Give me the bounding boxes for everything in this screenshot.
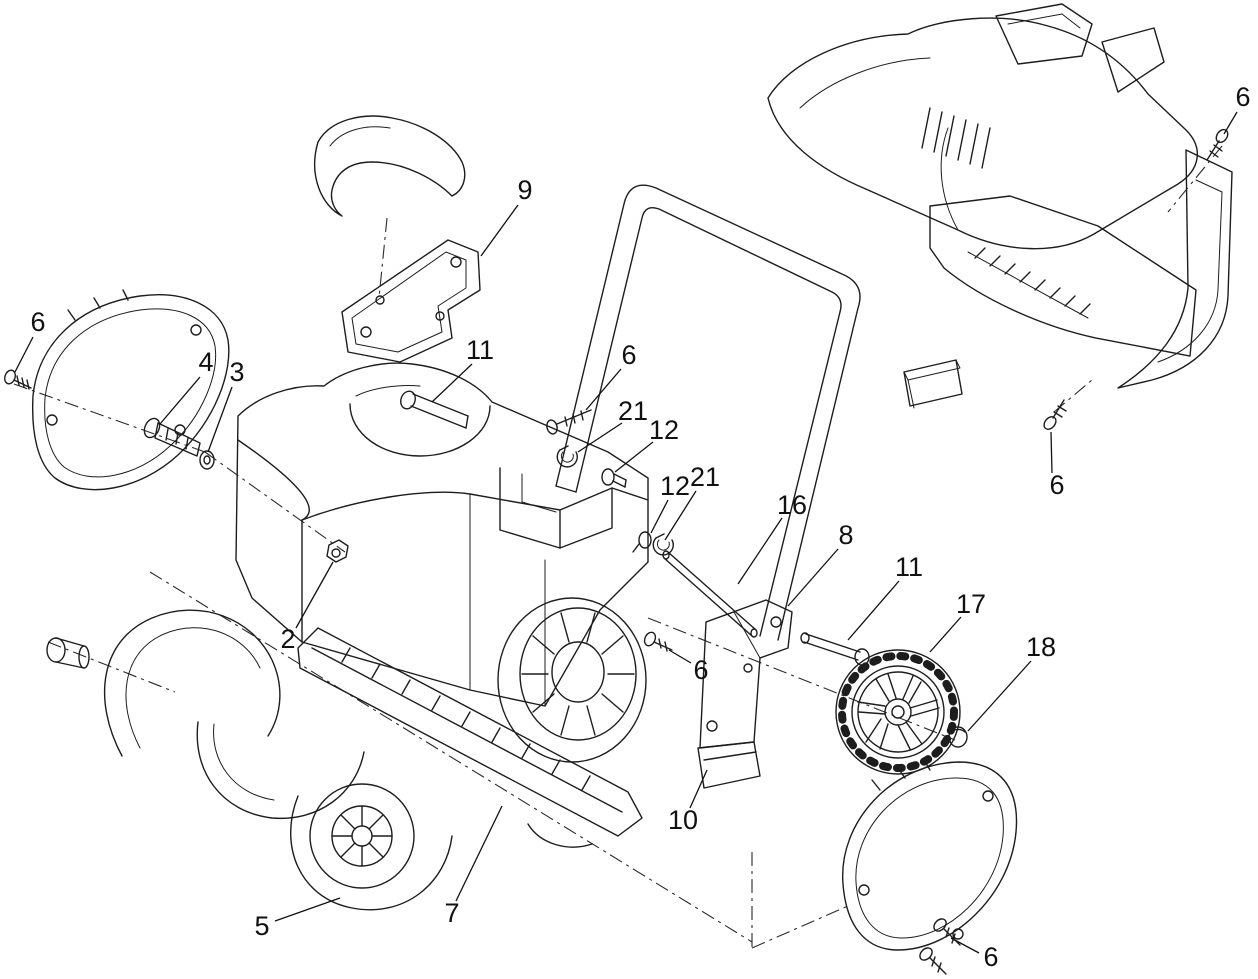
impeller-housing [497, 597, 647, 763]
part-number-callout: 10 [668, 805, 698, 835]
bolt-12-a [601, 468, 627, 488]
part-number-callout: 11 [895, 552, 923, 582]
part-number-callout: 5 [254, 911, 269, 941]
bushing [46, 637, 90, 669]
part-number-callout: 11 [466, 335, 494, 365]
leader-line [1050, 431, 1053, 474]
leader-line [577, 422, 623, 453]
scraper-baffle [297, 627, 643, 848]
flange-nut-2 [326, 539, 349, 563]
screw-6-bottom-a [933, 918, 961, 946]
leader-line [207, 386, 233, 453]
lower-handle-bracket [697, 599, 793, 789]
screw-6-midright [1043, 399, 1067, 430]
auger-rotor [103, 609, 453, 911]
leader-line [14, 336, 34, 373]
leader-line [929, 616, 962, 653]
part-number-callout: 12 [660, 471, 690, 501]
part-number-callout: 12 [649, 415, 679, 445]
clip-21-b [652, 533, 674, 556]
leader-line [295, 561, 334, 629]
upper-shroud-assembly [767, 3, 1233, 409]
part-number-callout: 18 [1026, 632, 1056, 662]
clip-21-a [556, 445, 578, 468]
bolt-11-top [400, 390, 469, 429]
center-lines [13, 145, 1223, 949]
part-number-callout: 6 [1235, 82, 1250, 112]
leader-line [847, 580, 900, 641]
washer-3 [199, 450, 215, 470]
leader-line [664, 490, 697, 541]
leader-line [480, 204, 519, 257]
leader-line [614, 441, 654, 473]
wheel-17 [835, 649, 961, 775]
screw-6-left [4, 369, 32, 390]
leader-line [787, 548, 839, 607]
leader-line [668, 649, 692, 664]
handle-grip [314, 115, 466, 217]
part-number-callout: 3 [229, 357, 244, 387]
hub-cap-18 [948, 726, 968, 748]
part-number-callout: 21 [618, 396, 648, 426]
right-side-plate [842, 759, 1018, 951]
bracket-9 [341, 239, 481, 363]
part-number-callout: 6 [621, 340, 636, 370]
part-number-callout: 8 [838, 520, 853, 550]
leader-line [159, 376, 201, 425]
leader-line [689, 769, 708, 809]
part-number-callout: 17 [956, 589, 986, 619]
part-number-callout: 4 [198, 347, 213, 377]
part-number-callout: 21 [690, 462, 720, 492]
part-number-callout: 6 [693, 655, 708, 685]
handle-rod-16 [662, 550, 758, 638]
axle-bolt-11 [800, 632, 870, 666]
part-number-callout: 2 [280, 624, 295, 654]
leader-line [650, 499, 669, 534]
leader-line [737, 517, 783, 585]
part-number-callout: 6 [1049, 470, 1064, 500]
leader-line [455, 805, 503, 902]
part-number-callout: 9 [517, 175, 532, 205]
screw-6-top [546, 409, 592, 435]
part-number-callout: 6 [983, 942, 998, 972]
part-number-callout: 6 [30, 307, 45, 337]
leader-line [585, 368, 622, 411]
handle-frame [555, 184, 861, 641]
leader-line [950, 937, 980, 954]
leader-line [274, 897, 341, 922]
bolt-12-b [632, 531, 652, 553]
leader-line [431, 363, 473, 403]
carriage-bolt-4 [143, 417, 201, 457]
part-number-callout: 7 [444, 898, 459, 928]
left-side-plate [31, 289, 230, 491]
leader-line [967, 660, 1032, 732]
screw-6-topright [1206, 128, 1229, 161]
screw-6-center [643, 631, 673, 652]
screw-6-bottom-b [919, 947, 947, 975]
main-housing [235, 362, 649, 707]
part-number-callout: 16 [777, 490, 807, 520]
leader-line [1223, 111, 1238, 135]
